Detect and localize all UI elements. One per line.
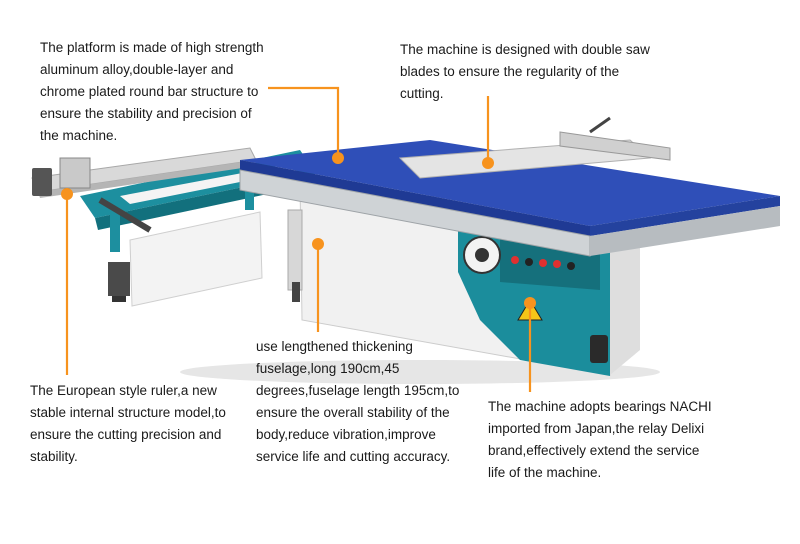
annotation-fuselage: use lengthened thickening fuselage,long … <box>256 339 460 464</box>
outrigger-support <box>98 197 263 307</box>
annotation-european-ruler: The European style ruler,a new stable in… <box>30 383 226 464</box>
sliding-table-platform <box>239 140 780 257</box>
annotation-double-saw-blades: The machine is designed with double saw … <box>400 42 650 101</box>
rip-fence-and-blade-guard <box>398 116 671 179</box>
annotation-platform: The platform is made of high strength al… <box>40 40 264 143</box>
european-style-ruler <box>31 147 257 198</box>
annotation-bearings: The machine adopts bearings NACHI import… <box>488 399 712 480</box>
annotation-leaders <box>61 86 536 392</box>
